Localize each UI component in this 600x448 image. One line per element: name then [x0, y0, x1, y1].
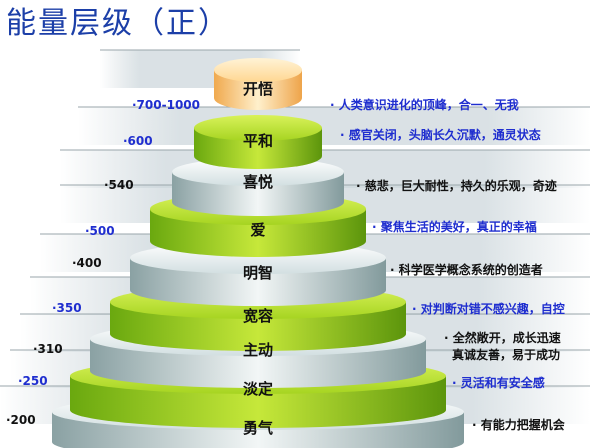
level-description: · 科学医学概念系统的创造者 — [390, 263, 543, 277]
level-name: 明智 — [242, 264, 274, 282]
level-description: · 聚焦生活的美好，真正的幸福 — [372, 220, 537, 234]
level-name: 喜悦 — [242, 173, 274, 191]
pyramid-tier — [214, 58, 302, 110]
level-band — [78, 107, 590, 145]
tier-top — [214, 58, 302, 82]
level-value: ·250 — [18, 374, 48, 388]
level-value: ·350 — [52, 301, 82, 315]
level-description: · 有能力把握机会 — [472, 418, 565, 432]
level-description: · 感官关闭，头脑长久沉默，通灵状态 — [340, 128, 541, 142]
level-value: ·700-1000 — [132, 98, 200, 112]
level-value: ·500 — [85, 224, 115, 238]
tier-top — [194, 115, 322, 141]
level-description: · 灵活和有安全感 — [452, 376, 545, 390]
level-name: 爱 — [250, 221, 266, 239]
level-name: 淡定 — [242, 380, 274, 398]
level-value: ·540 — [104, 178, 134, 192]
level-value: ·600 — [123, 134, 153, 148]
level-name: 勇气 — [242, 419, 274, 437]
level-name: 开悟 — [242, 80, 274, 98]
level-description: · 对判断对错不感兴趣，自控 — [412, 302, 565, 316]
level-description: 真诚友善，易于成功 — [452, 348, 561, 362]
level-description: · 全然敞开，成长迅速 — [444, 331, 561, 345]
pyramid-tier — [194, 115, 322, 169]
page-title: 能量层级（正） — [6, 6, 230, 41]
level-value: ·310 — [33, 342, 63, 356]
level-value: ·200 — [6, 413, 36, 427]
level-name: 平和 — [242, 132, 274, 150]
level-description: · 慈悲，巨大耐性，持久的乐观，奇迹 — [356, 179, 557, 193]
level-description: · 人类意识进化的顶峰，合一、无我 — [330, 98, 519, 112]
level-name: 主动 — [242, 341, 274, 359]
level-name: 宽容 — [242, 307, 274, 325]
level-value: ·400 — [72, 256, 102, 270]
